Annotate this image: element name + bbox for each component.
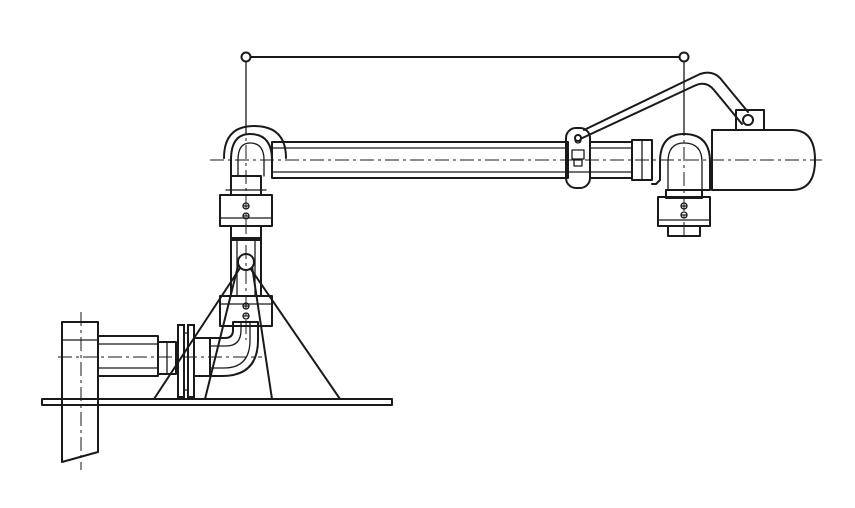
clamp-pivot [574,134,582,142]
rod-pivot-right [678,51,690,63]
outer-elbow [651,133,711,191]
rod-pivot-left [240,51,252,63]
operating-handle [574,71,765,142]
support-struts [153,261,341,400]
base-plate [41,398,393,406]
inner-elbow [223,125,287,177]
inlet-elbow [209,321,259,377]
wall-flange [61,321,99,463]
inlet-pipe [97,335,177,377]
balance-rod [240,51,690,135]
handle-pivot [742,114,754,126]
inlet-flange [177,324,211,398]
